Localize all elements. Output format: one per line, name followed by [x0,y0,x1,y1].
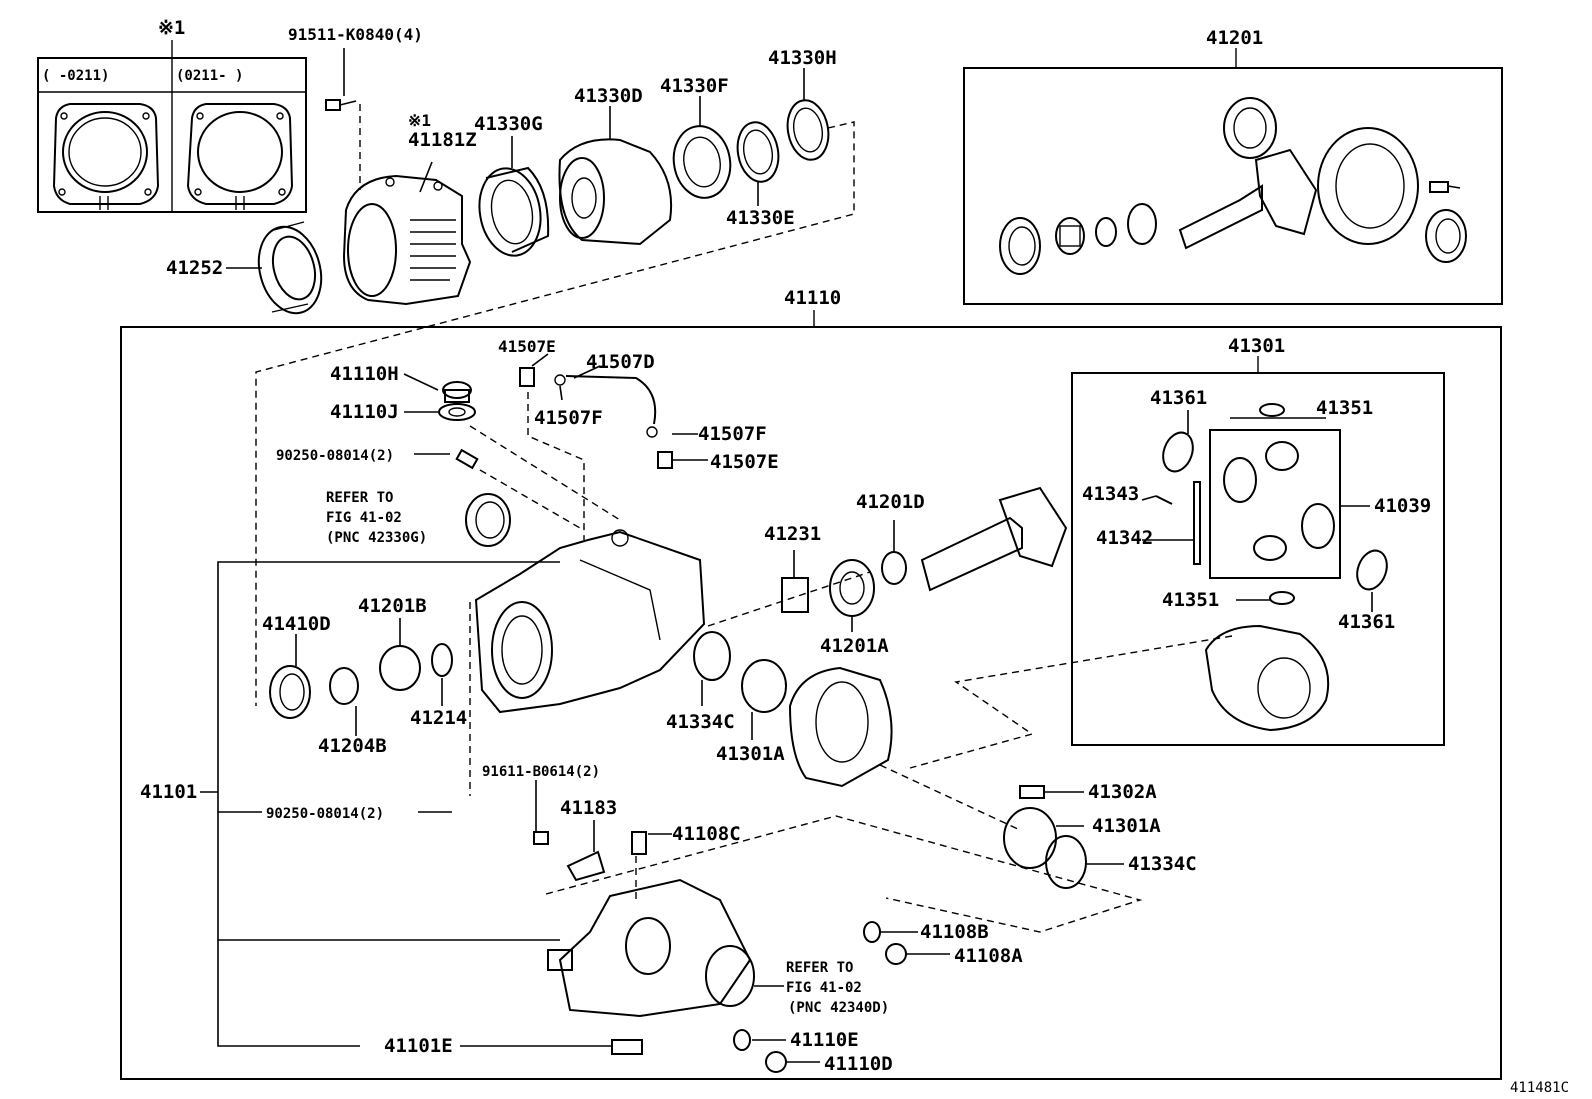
note-mark-top: ※1 [158,17,185,39]
label-41361-bot: 41361 [1338,611,1395,633]
label-41110e: 41110E [790,1029,859,1051]
label-41108a: 41108A [954,945,1023,967]
label-41301a-right: 41301A [1092,815,1161,837]
label-41334c-right: 41334C [1128,853,1197,875]
label-41204b: 41204B [318,735,387,757]
label-41201: 41201 [1206,27,1263,49]
label-41252: 41252 [166,257,223,279]
carrier-housing-drawing [474,529,706,714]
label-41361-top: 41361 [1150,387,1207,409]
bolt-91511 [325,99,357,111]
label-41183: 41183 [560,797,617,819]
label-41214: 41214 [410,707,467,729]
bearing-41330d [558,138,673,246]
ring-41330f [672,125,732,199]
label-90250-top: 90250-08014(2) [276,448,394,464]
figure-code: 411481C [1510,1080,1569,1096]
label-41330g: 41330G [474,113,543,135]
refer2-line3: (PNC 42340D) [788,1000,889,1016]
bearing-41330g [478,166,550,257]
rear-cover-drawing [533,831,907,1073]
oil-seal-41252 [257,221,323,315]
breather-drawing [438,381,479,470]
label-41110h: 41110H [330,363,399,385]
label-41108b: 41108B [920,921,989,943]
label-41507e-right: 41507E [710,451,779,473]
refer2-line1: REFER TO [786,960,853,976]
label-41181z: 41181Z [408,129,477,151]
label-41507e-top: 41507E [498,337,556,356]
pinion-gear-kit-box [1209,429,1341,579]
label-41110: 41110 [784,287,841,309]
drive-pinion-parts [269,486,1087,889]
gasket-late-drawing [186,103,294,210]
label-41330f: 41330F [660,75,729,97]
label-41039: 41039 [1374,495,1431,517]
differential-internal-parts [1155,403,1388,732]
extension-housing-41181z [342,174,472,306]
label-41231: 41231 [764,523,821,545]
pinion-set-box [963,67,1503,305]
label-41410d: 41410D [262,613,331,635]
refer1-line1: REFER TO [326,490,393,506]
label-41351-bot: 41351 [1162,589,1219,611]
label-41301: 41301 [1228,335,1285,357]
refer1-line3: (PNC 42330G) [326,530,427,546]
pinion-set-parts [999,97,1467,275]
label-41101: 41101 [140,781,197,803]
label-41108c: 41108C [672,823,741,845]
label-41343: 41343 [1082,483,1139,505]
gasket-early-drawing [52,103,160,210]
label-41201b: 41201B [358,595,427,617]
label-41201d: 41201D [856,491,925,513]
inset-header-left: ( -0211) [42,68,109,84]
label-41101e: 41101E [384,1035,453,1057]
label-91511: 91511-K0840(4) [288,25,423,44]
label-41110d: 41110D [824,1053,893,1075]
label-41330e: 41330E [726,207,795,229]
label-41507f-left: 41507F [534,407,603,429]
label-41201a: 41201A [820,635,889,657]
label-91611: 91611-B0614(2) [482,764,600,780]
label-90250-bot: 90250-08014(2) [266,806,384,822]
label-41507f-right: 41507F [698,423,767,445]
label-41330d: 41330D [574,85,643,107]
oil-seal-refer1 [465,493,511,547]
seal-41330h [786,99,830,161]
label-41334c-left: 41334C [666,711,735,733]
washer-41330e [736,121,780,183]
note-mark-41181z: ※1 [408,111,431,130]
label-41342: 41342 [1096,527,1153,549]
label-41351-top: 41351 [1316,397,1373,419]
label-41301a-left: 41301A [716,743,785,765]
inset-header-right: (0211- ) [176,68,243,84]
label-41507d: 41507D [586,351,655,373]
label-41110j: 41110J [330,401,399,423]
carrier-assembly-box [120,326,1502,1080]
label-41330h: 41330H [768,47,837,69]
label-41302a: 41302A [1088,781,1157,803]
refer1-line2: FIG 41-02 [326,510,402,526]
refer2-line2: FIG 41-02 [786,980,862,996]
